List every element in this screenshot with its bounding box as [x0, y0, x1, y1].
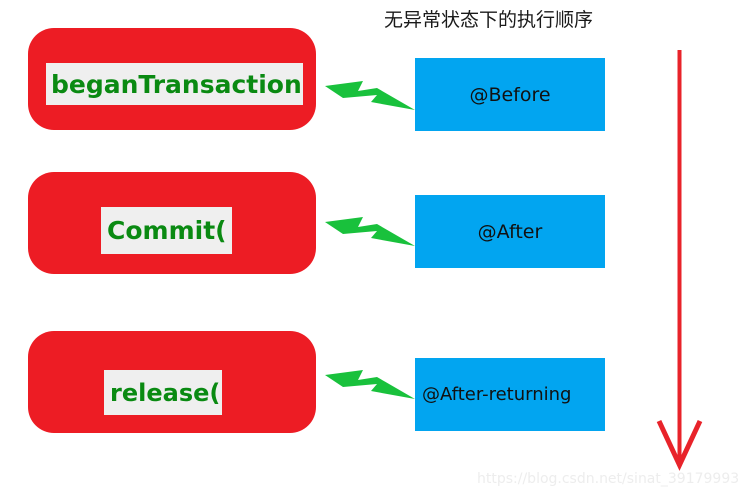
stage-label-2: Commit( )	[101, 207, 232, 254]
down-arrow-icon	[656, 50, 703, 471]
advice-box-1: @Before	[415, 58, 605, 131]
watermark-text: https://blog.csdn.net/sinat_39179993	[477, 471, 740, 487]
stage-label-1: beganTransaction( )	[46, 63, 303, 105]
lightning-bolt-arrow-icon-3	[325, 370, 415, 399]
lightning-bolt-arrow-icon-1	[325, 81, 415, 110]
stage-box-1: beganTransaction( )	[28, 28, 316, 130]
advice-box-3: @After-returning	[415, 358, 605, 431]
stage-box-3: release( )	[28, 331, 316, 433]
stage-label-3: release( )	[104, 370, 222, 415]
stage-box-2: Commit( )	[28, 172, 316, 274]
lightning-bolt-arrow-icon-2	[325, 217, 415, 246]
advice-box-2: @After	[415, 195, 605, 268]
page-title: 无异常状态下的执行顺序	[384, 9, 594, 31]
